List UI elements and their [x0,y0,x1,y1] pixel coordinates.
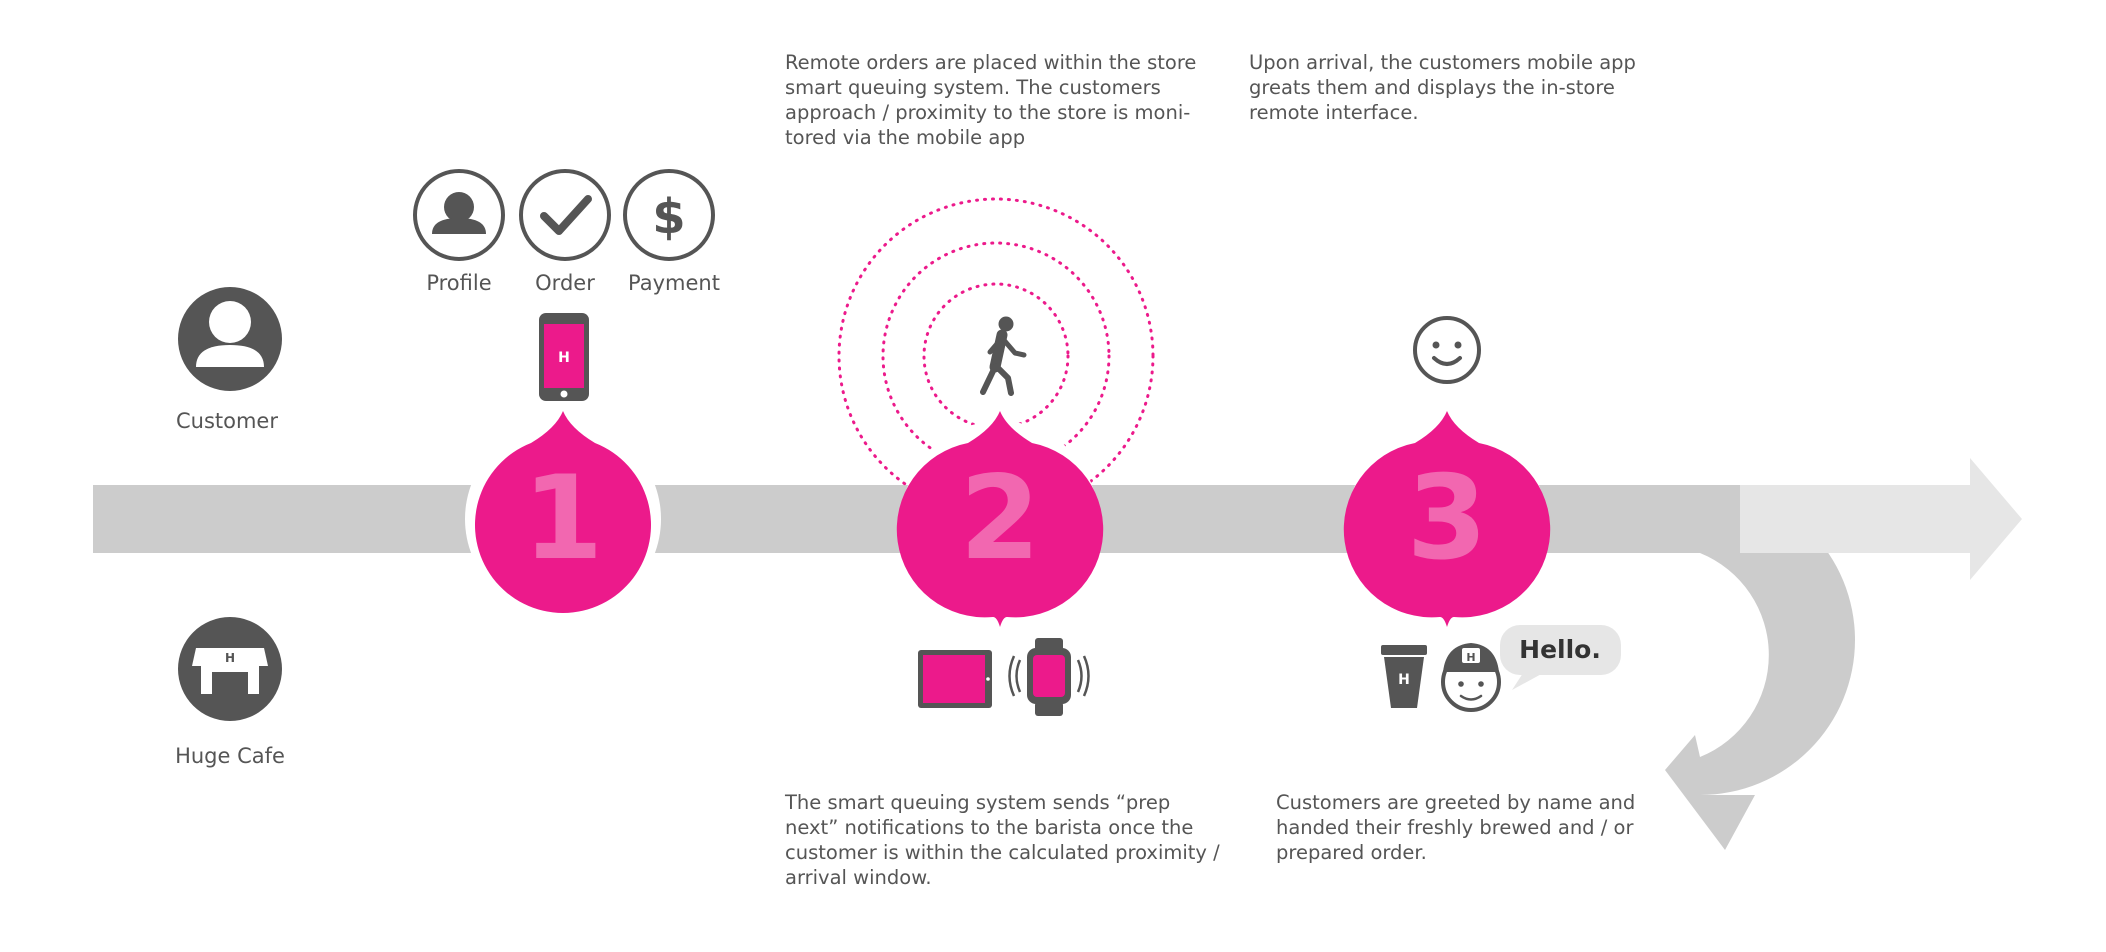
step-1-number: 1 [523,451,604,586]
cup-logo: H [1398,672,1410,688]
step-3-top-description: Upon arrival, the customers mobile app g… [1249,51,1636,124]
order-check-icon [519,169,611,261]
svg-text:$: $ [652,189,685,245]
coffee-cup-icon: H [1381,645,1427,708]
profile-icon [413,169,505,261]
cafe-label: Huge Cafe [175,744,285,768]
step-1-marker: 1 [475,411,651,613]
payment-label: Payment [628,271,720,295]
hat-logo: H [1466,651,1475,664]
step-3-number: 3 [1407,451,1488,586]
walking-person-icon [980,316,1027,396]
forward-arrow [1740,458,2022,580]
profile-label: Profile [426,271,491,295]
mobile-phone-icon: H [539,313,589,401]
store-icon: H [178,617,282,721]
smiley-icon [1413,316,1481,384]
barista-icon: H [1441,643,1501,712]
order-label: Order [535,271,595,295]
step-2-marker: 2 [896,411,1104,627]
tablet-icon [918,650,992,708]
phone-logo: H [558,350,570,366]
step-3-bottom-description: Customers are greeted by name and handed… [1276,791,1636,864]
payment-dollar-icon: $ [623,169,715,261]
return-arrow [1665,485,1855,850]
step-2-number: 2 [960,451,1041,586]
step-2-bottom-description: The smart queuing system sends “prep nex… [785,791,1220,889]
step-3-marker: 3 [1343,411,1551,627]
smartwatch-icon [1008,638,1090,716]
step-2-top-description: Remote orders are placed within the stor… [785,51,1197,149]
customer-avatar-icon [178,287,282,391]
hello-speech-bubble: Hello. [1500,625,1621,690]
hello-text: Hello. [1519,635,1601,664]
customer-label: Customer [176,409,278,433]
store-logo: H [225,651,235,665]
